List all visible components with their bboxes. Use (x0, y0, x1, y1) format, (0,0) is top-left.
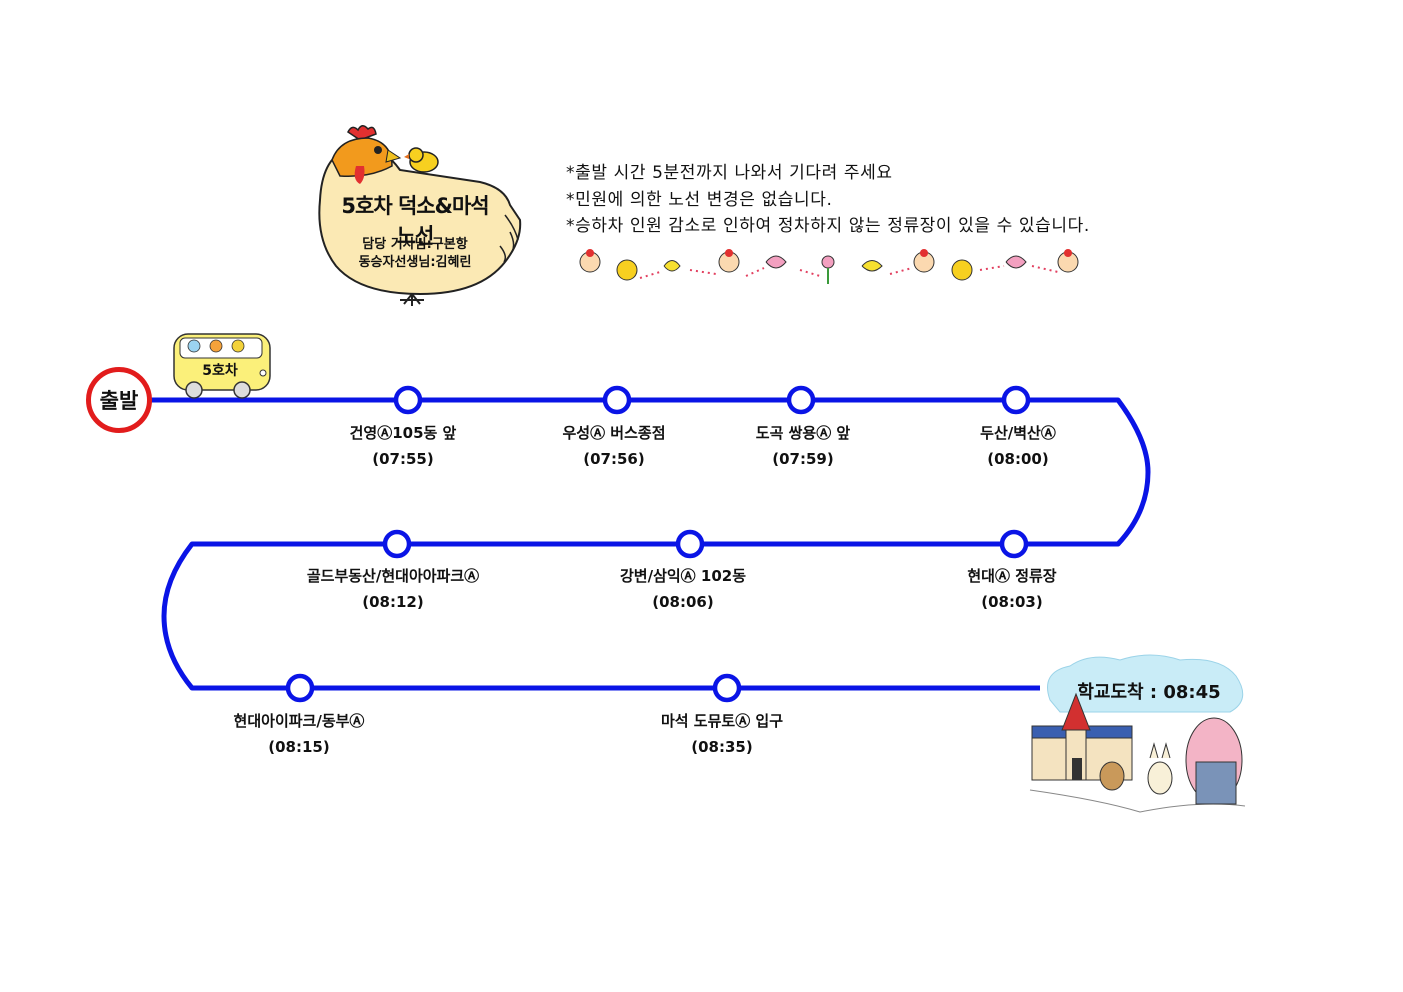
stop-time: (08:12) (362, 593, 424, 611)
stop-name: 강변/삼익Ⓐ 102동 (619, 567, 746, 585)
stop-time: (08:06) (652, 593, 714, 611)
stop-time: (07:59) (772, 450, 834, 468)
stop-time: (07:56) (583, 450, 645, 468)
school-illustration (1029, 654, 1246, 813)
decorative-characters (579, 249, 1079, 284)
notice-list: *출발 시간 5분전까지 나와서 기다려 주세요 *민원에 의한 노선 변경은 … (566, 160, 1090, 240)
stop-marker (1001, 385, 1031, 415)
stop-marker (602, 385, 632, 415)
stop-label: 두산/벽산Ⓐ (08:00) (888, 420, 1148, 472)
bus-illustration (173, 333, 271, 399)
start-badge: 출발 (86, 367, 152, 433)
stop-name: 현대아이파크/동부Ⓐ (233, 712, 365, 730)
stop-name: 도곡 쌍용Ⓐ 앞 (755, 424, 851, 442)
stop-label: 현대Ⓐ 정류장 (08:03) (882, 563, 1142, 615)
stop-name: 건영Ⓐ105동 앞 (349, 424, 457, 442)
route-line (148, 397, 1151, 691)
stop-name: 마석 도뮤토Ⓐ 입구 (660, 712, 784, 730)
stop-name: 골드부동산/현대아아파크Ⓐ (306, 567, 480, 585)
stop-marker (382, 529, 412, 559)
stop-label: 강변/삼익Ⓐ 102동 (08:06) (553, 563, 813, 615)
stop-marker (393, 385, 423, 415)
stop-name: 현대Ⓐ 정류장 (967, 567, 1057, 585)
stop-time: (08:35) (691, 738, 753, 756)
bus-label: 5호차 (202, 363, 238, 379)
stop-marker (786, 385, 816, 415)
stop-label: 마석 도뮤토Ⓐ 입구 (08:35) (592, 708, 852, 760)
stop-label: 도곡 쌍용Ⓐ 앞 (07:59) (673, 420, 933, 472)
stop-marker (712, 673, 742, 703)
stop-label: 골드부동산/현대아아파크Ⓐ (08:12) (263, 563, 523, 615)
stop-name: 두산/벽산Ⓐ (980, 424, 1056, 442)
stop-name: 우성Ⓐ 버스종점 (562, 424, 666, 442)
hen-illustration (318, 125, 522, 306)
driver-line: 담당 기사님:구본항 (362, 237, 468, 252)
stop-marker (999, 529, 1029, 559)
stop-label: 건영Ⓐ105동 앞 (07:55) (273, 420, 533, 472)
stop-time: (08:00) (987, 450, 1049, 468)
route-title: 5호차 덕소&마석 노선 (341, 194, 489, 248)
notice-item: *승하차 인원 감소로 인하여 정차하지 않는 정류장이 있을 수 있습니다. (566, 216, 1090, 236)
stop-time: (08:15) (268, 738, 330, 756)
stop-time: (07:55) (372, 450, 434, 468)
arrival-label: 학교도착 : 08:45 (1077, 682, 1221, 703)
stop-label: 우성Ⓐ 버스종점 (07:56) (484, 420, 744, 472)
stop-marker (285, 673, 315, 703)
stop-time: (08:03) (981, 593, 1043, 611)
stop-marker (675, 529, 705, 559)
teacher-line: 동승자선생님:김혜린 (358, 255, 472, 270)
notice-item: *민원에 의한 노선 변경은 없습니다. (566, 189, 833, 210)
stop-label: 현대아이파크/동부Ⓐ (08:15) (169, 708, 429, 760)
notice-item: *출발 시간 5분전까지 나와서 기다려 주세요 (566, 163, 893, 183)
